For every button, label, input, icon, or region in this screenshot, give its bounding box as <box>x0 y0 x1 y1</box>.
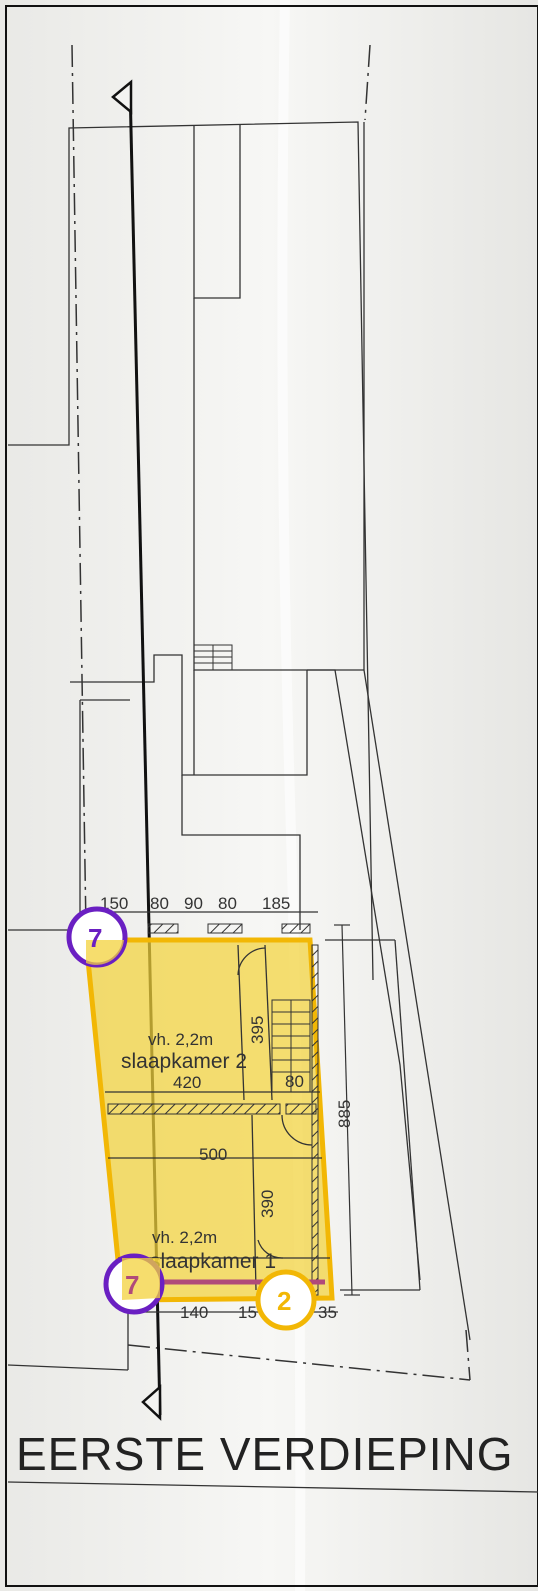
dim-room2-depth: 395 <box>248 1016 267 1044</box>
dim-height: 885 <box>335 1100 354 1128</box>
badge-bottom-right-circle <box>255 1269 317 1331</box>
dim-bottom-3: 35 <box>318 1303 337 1322</box>
dim-top-3: 90 <box>184 894 203 913</box>
room1-name: slaapkamer 1 <box>150 1250 276 1273</box>
dim-bottom-2: 15 <box>238 1303 257 1322</box>
badge-top-left: 7 <box>66 906 128 968</box>
badge-top-left-fill <box>86 940 124 965</box>
stairs-inner <box>271 999 311 1093</box>
drawing-border <box>5 5 538 1587</box>
dim-room1-depth: 390 <box>258 1190 277 1218</box>
badge-bottom-right-label: 2 <box>277 1286 291 1316</box>
room2-name: slaapkamer 2 <box>121 1050 247 1073</box>
room1-height: vh. 2,2m <box>152 1228 217 1247</box>
dim-room1-width: 500 <box>199 1145 227 1164</box>
property-lines <box>71 44 471 1381</box>
dim-bottom-1: 140 <box>180 1303 208 1322</box>
dim-room2-width: 420 <box>173 1073 201 1092</box>
drawing-title: EERSTE VERDIEPING <box>16 1428 514 1480</box>
highlight-area <box>83 937 335 1303</box>
badge-bottom-left-fill <box>122 1258 160 1300</box>
dim-room2-small: 80 <box>285 1072 304 1091</box>
dim-top-4: 80 <box>218 894 237 913</box>
room2-height: vh. 2,2m <box>148 1030 213 1049</box>
badge-bottom-right: 2 <box>255 1269 317 1331</box>
building-outlines <box>7 121 538 1493</box>
paper-fold <box>277 0 306 1591</box>
dim-top-2: 80 <box>150 894 169 913</box>
badge-bottom-left: 7 <box>103 1253 165 1315</box>
room-labels: vh. 2,2m slaapkamer 2 vh. 2,2m slaapkame… <box>121 1030 276 1273</box>
badge-top-left-label: 7 <box>88 923 102 953</box>
stairs-upper <box>193 644 233 671</box>
dimension-labels: 150 80 90 80 185 140 15 35 885 420 395 8… <box>100 894 354 1322</box>
dim-top-5: 185 <box>262 894 290 913</box>
badge-bottom-left-label: 7 <box>125 1270 139 1300</box>
